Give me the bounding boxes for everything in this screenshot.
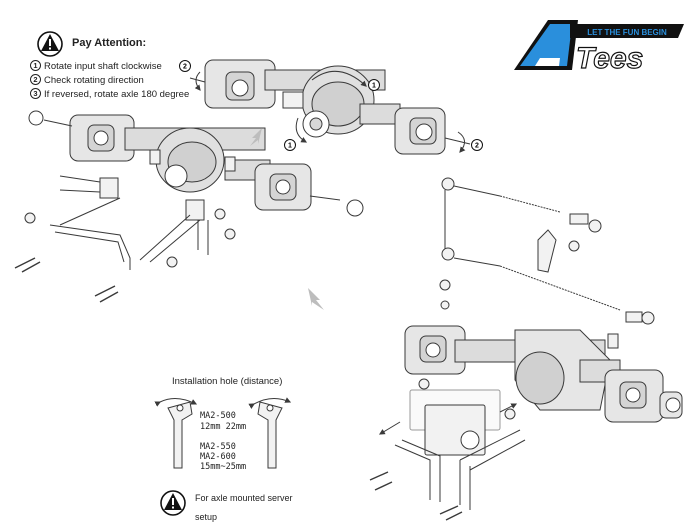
svg-text:2: 2 [475, 143, 479, 150]
warning-icon-lower [160, 490, 186, 516]
direction-arrow-lower [308, 288, 324, 310]
logo-tagline: LET THE FUN BEGIN [587, 28, 667, 37]
dims-label-a: 12mm 22mm [200, 422, 247, 432]
left-bracket-links [24, 175, 236, 270]
servo-mount [394, 378, 526, 510]
step-number: 1 [30, 60, 41, 71]
model-label-a: MA2-500 [200, 411, 236, 421]
servo-arrows [378, 403, 518, 435]
left-screws [14, 257, 119, 303]
dims-label-b: 15mm~25mm [200, 462, 247, 472]
model-label-b: MA2-550 [200, 442, 236, 452]
rotation-arrows-upper [194, 70, 466, 153]
right-axle [404, 325, 683, 423]
servo-screws [369, 471, 463, 521]
servo-note-line-1: For axle mounted server [195, 493, 293, 503]
svg-text:2: 2 [183, 64, 187, 71]
step-number: 3 [30, 88, 41, 99]
installation-detail [154, 397, 292, 469]
logo-brand-suffix: Tees [576, 42, 643, 75]
model-label-c: MA2-600 [200, 452, 236, 462]
installation-title: Installation hole (distance) [172, 376, 283, 387]
steering-links [439, 177, 655, 349]
step-number: 2 [30, 74, 41, 85]
step-text: If reversed, rotate axle 180 degree [44, 89, 190, 100]
callout-markers-upper: 2 1 1 2 [179, 60, 483, 151]
svg-text:1: 1 [288, 143, 292, 150]
step-text: Rotate input shaft clockwise [44, 61, 162, 72]
svg-text:1: 1 [372, 83, 376, 90]
servo-note-line-2: setup [195, 512, 218, 522]
attention-title: Pay Attention: [72, 37, 147, 49]
warning-icon [37, 31, 63, 57]
step-text: Check rotating direction [44, 75, 144, 86]
direction-arrow-upper [250, 128, 262, 146]
left-axle [28, 110, 364, 217]
brand-logo: LET THE FUN BEGIN Tees [514, 20, 684, 76]
upper-axle [189, 59, 471, 155]
